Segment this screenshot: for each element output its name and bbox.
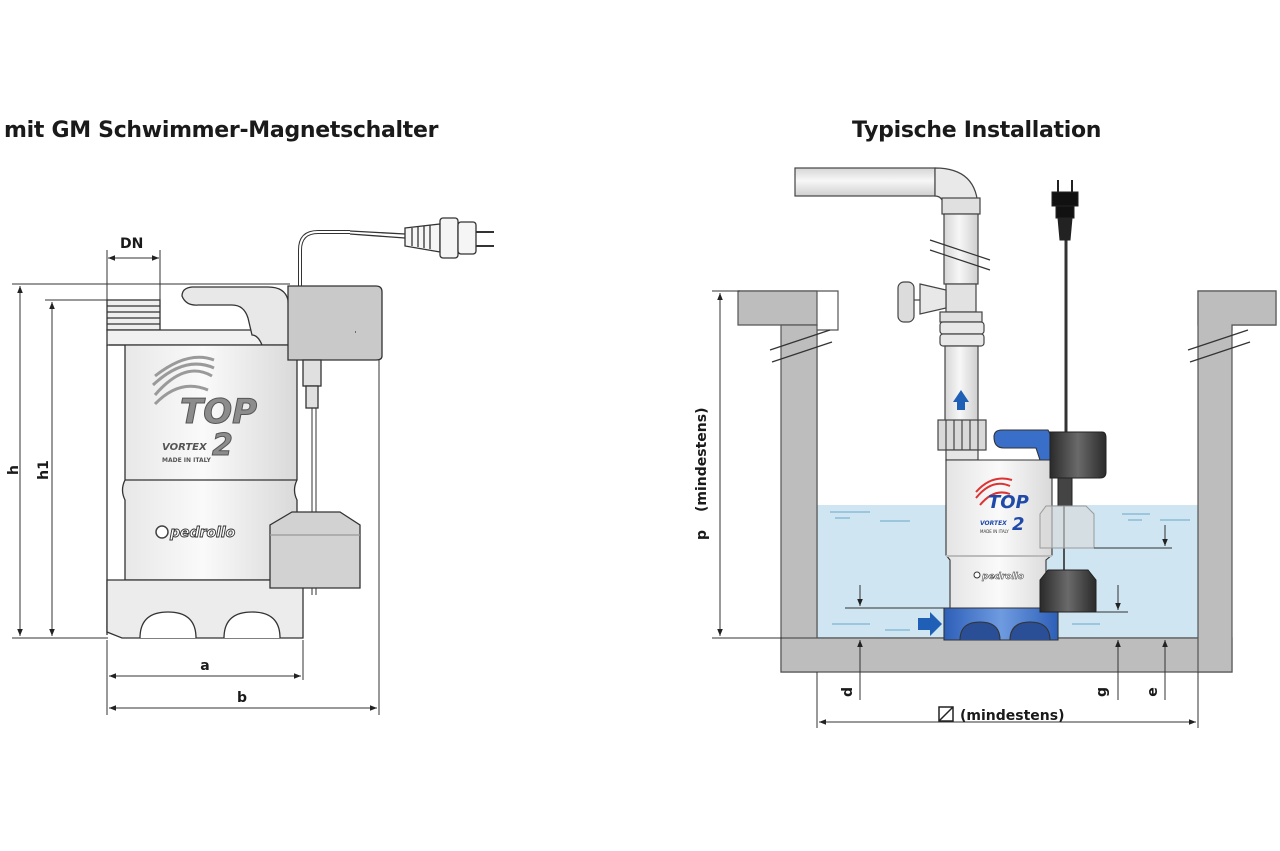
dim-a-label: a [200,658,209,674]
sunburst-logo [151,355,215,406]
series-label-left: VORTEX [162,442,208,453]
origin-label-left: MADE IN ITALY [162,457,212,464]
pump-handle [181,286,291,346]
dimensions-left [12,250,380,715]
pump-installed [943,240,1068,641]
float-lower-position [1039,569,1097,613]
dim-p-label: p [694,530,710,540]
manufacturer-label-left: pedrollo [169,525,236,541]
dimensions-right [712,290,1199,728]
series-label-right: VORTEX [980,520,1007,527]
width-symbol-box [938,706,954,722]
dim-b-label: b [237,690,247,706]
flow-up-arrow [953,390,969,410]
dim-g-label: g [1094,687,1110,697]
diagram-title-left: mit GM Schwimmer-Magnetschalter [4,118,439,143]
dim-h1-label: h1 [36,460,52,480]
pump-branding-right: TOP 2 VORTEX MADE IN ITALY pedrollo [973,477,1029,582]
dim-width-note: (mindestens) [960,708,1065,724]
dim-p-note: (mindestens) [694,408,710,513]
float-upper-position [1039,505,1095,549]
model-number-right: 2 [1012,514,1025,535]
pump-side-view [106,217,494,639]
origin-label-right: MADE IN ITALY [980,529,1009,534]
float-switch-housing [287,285,383,361]
gate-valve-handle [897,281,915,323]
power-plug-left [404,223,441,253]
brand-model-left: TOP [180,392,257,432]
dim-e-label: e [1145,687,1161,697]
model-number-left: 2 [212,428,233,463]
water-ripples [830,511,1190,631]
discharge-pipe [794,167,991,461]
dim-d-label: d [840,687,856,697]
float-switch-left [269,511,361,589]
outlet-thread [106,299,161,331]
dim-dn-label: DN [120,236,143,252]
diagram-title-right: Typische Installation [852,118,1102,143]
power-plug-right [1051,180,1079,241]
pump-branding-left: TOP 2 VORTEX MADE IN ITALY pedrollo [151,355,258,541]
brand-model-right: TOP [988,492,1029,513]
inlet-flow-arrow [918,612,942,636]
manufacturer-label-right: pedrollo [981,572,1024,582]
dim-h-label: h [6,465,22,475]
